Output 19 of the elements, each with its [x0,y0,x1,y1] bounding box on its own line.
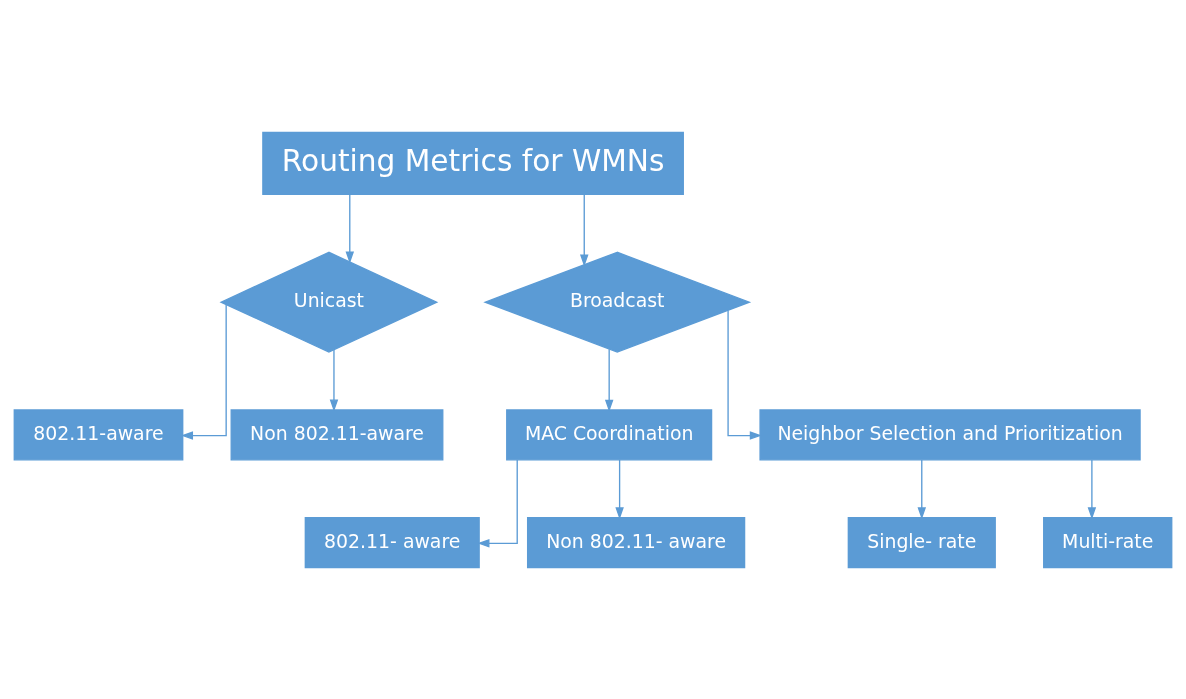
node-box: 802.11-aware [13,408,184,460]
arrow [917,458,927,519]
arrow [615,458,624,519]
node-box: Neighbor Selection and Prioritization [759,408,1141,460]
node-box: MAC Coordination [506,408,713,460]
node-box: Non 802.11- aware [526,516,746,568]
node-box: Non 802.11-aware [230,408,444,460]
arrow [580,193,589,267]
node-box: Routing Metrics for WMNs [262,131,684,195]
arrow [329,348,339,412]
node-box: Multi-rate [1043,516,1173,568]
arrow [477,458,518,548]
arrow [727,309,762,440]
arrow [1087,458,1097,519]
arrow [604,348,614,412]
arrow [345,193,355,264]
node-box: Single- rate [847,516,996,568]
arrow [180,303,227,440]
node-box: 802.11- aware [304,516,480,568]
